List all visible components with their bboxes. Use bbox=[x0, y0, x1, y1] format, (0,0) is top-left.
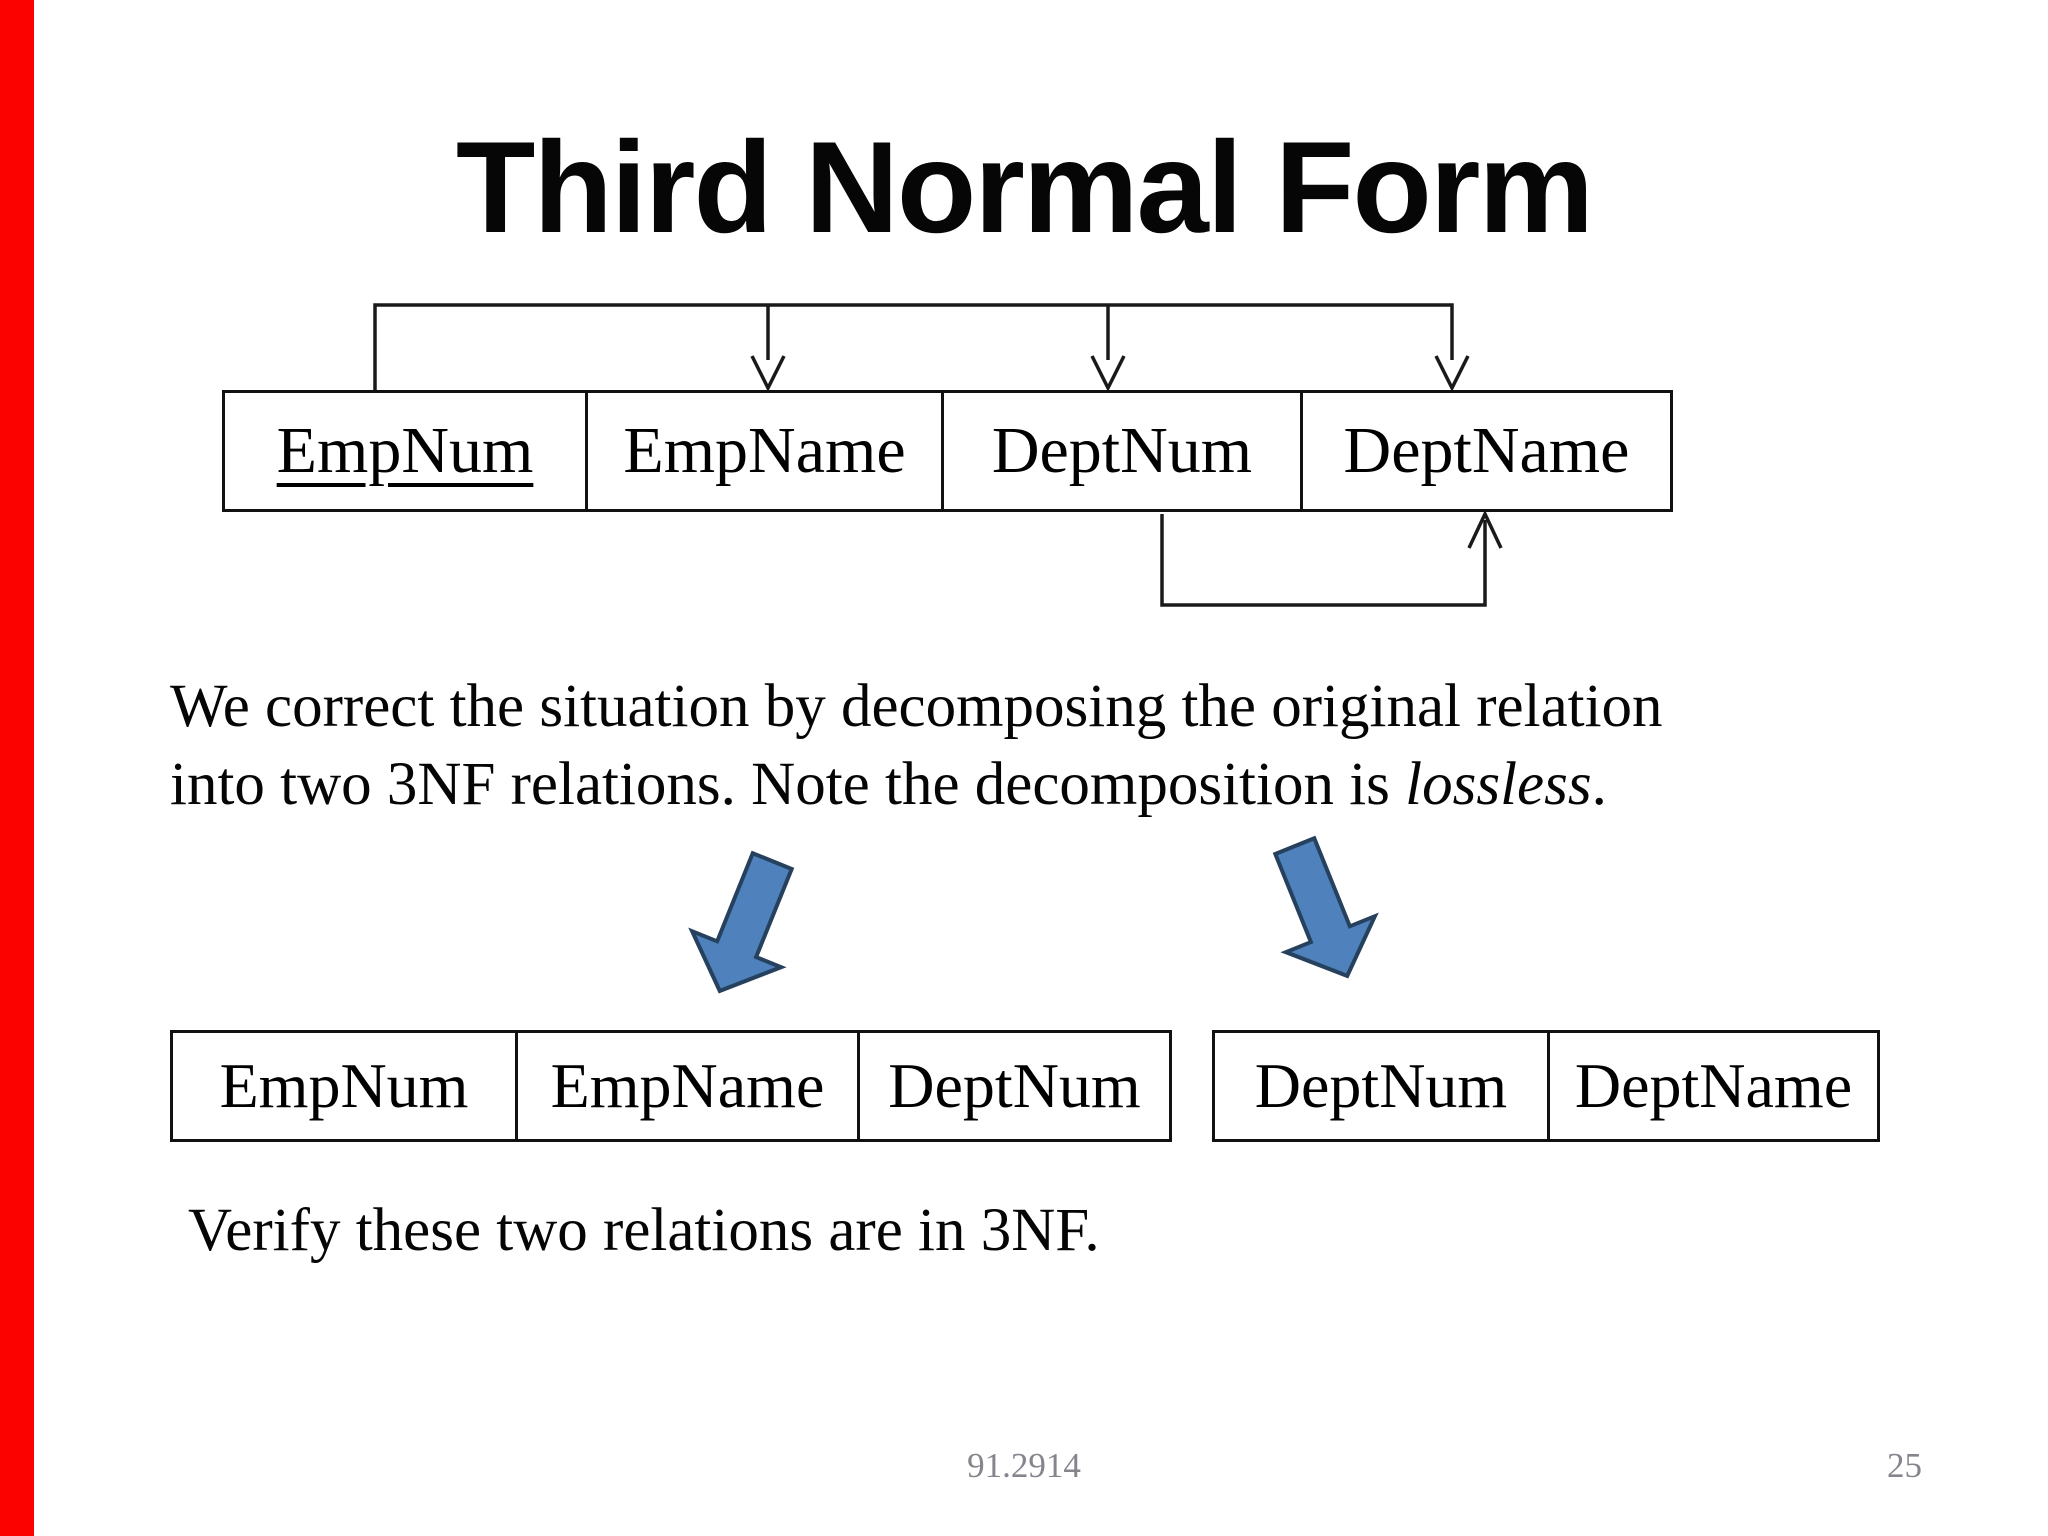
attribute-cell-empname: EmpName bbox=[585, 393, 941, 509]
footer-course-code: 91.2914 bbox=[967, 1446, 1081, 1485]
attribute-cell-empnum-2: EmpNum bbox=[219, 1050, 469, 1121]
fd-top-bracket bbox=[373, 303, 1454, 390]
description-line1: We correct the situation by decomposing … bbox=[170, 673, 1663, 740]
attribute-cell-empname-2: EmpName bbox=[515, 1033, 857, 1139]
description-line2-end: . bbox=[1591, 751, 1607, 819]
description-line2-start: into two 3NF relations. Note the decompo… bbox=[170, 751, 1406, 819]
attribute-cell-deptnum: DeptNum bbox=[941, 393, 1300, 509]
attribute-cell-deptnum-3: DeptNum bbox=[1254, 1050, 1508, 1121]
footer-page-number: 25 bbox=[1887, 1446, 1922, 1485]
decomposed-relation-department: DeptNum DeptName bbox=[1212, 1030, 1880, 1142]
verify-statement: Verify these two relations are in 3NF. bbox=[188, 1197, 1100, 1264]
arrowhead-deptname-up-icon bbox=[1467, 509, 1503, 549]
slide-title: Third Normal Form bbox=[455, 114, 1594, 260]
decomposed-relation-employee: EmpNum EmpName DeptNum bbox=[170, 1030, 1172, 1142]
fd-bottom-loop bbox=[1160, 509, 1503, 607]
description-paragraph: We correct the situation by decomposing … bbox=[170, 668, 1930, 824]
arrowhead-deptname-icon bbox=[1434, 355, 1470, 392]
arrowhead-deptnum-icon bbox=[1090, 355, 1126, 392]
arrowhead-empname-icon bbox=[750, 355, 786, 392]
decompose-arrow-left-icon bbox=[688, 850, 795, 994]
description-lossless-emphasis: lossless bbox=[1405, 751, 1592, 819]
attribute-cell-deptname: DeptName bbox=[1300, 393, 1670, 509]
decompose-arrow-right-icon bbox=[1272, 835, 1379, 979]
attribute-cell-deptnum-2: DeptNum bbox=[857, 1033, 1169, 1139]
attribute-cell-empnum: EmpNum bbox=[276, 414, 534, 487]
original-relation-table: EmpNum EmpName DeptNum DeptName bbox=[222, 390, 1673, 512]
fd-top-arrowheads bbox=[750, 355, 1470, 392]
attribute-cell-deptname-3: DeptName bbox=[1547, 1033, 1877, 1139]
left-accent-bar bbox=[0, 0, 34, 1536]
